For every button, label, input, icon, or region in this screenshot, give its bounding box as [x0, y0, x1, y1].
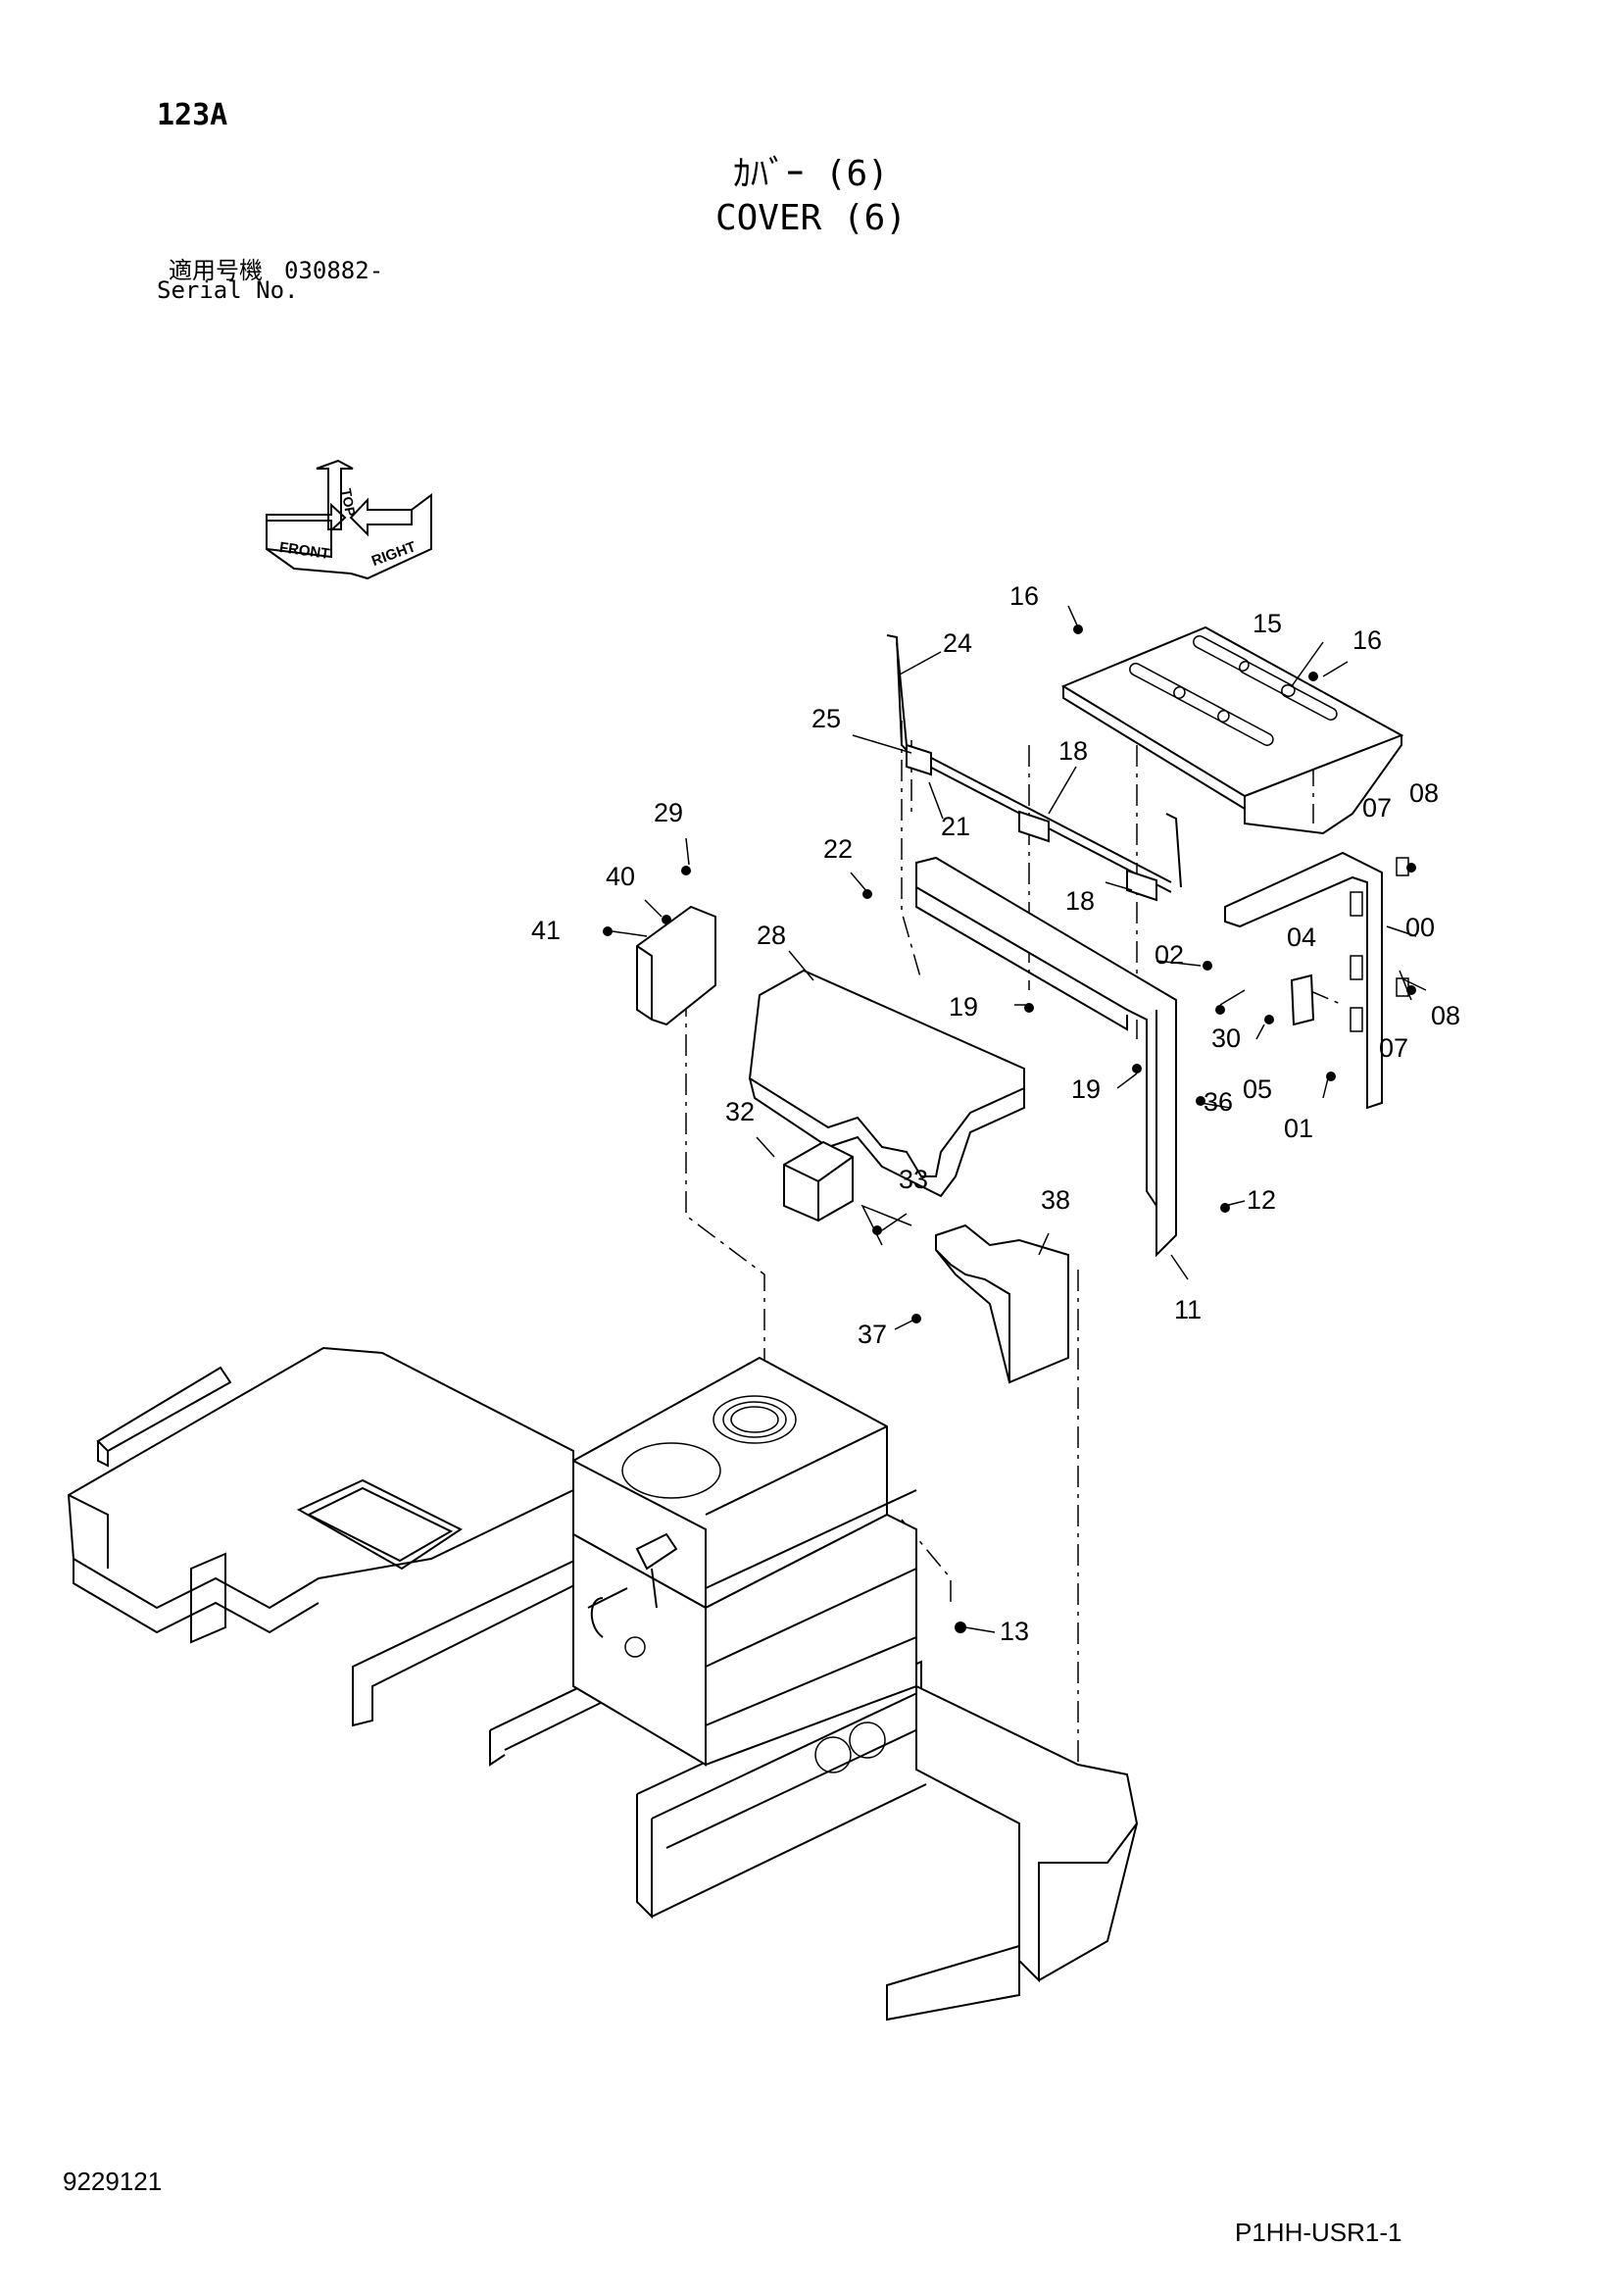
cover-28 — [748, 969, 1025, 1198]
orientation-label-right: RIGHT — [369, 538, 418, 570]
cover-32 — [783, 1140, 854, 1223]
callout-numbers: 00 01 02 04 05 07 07 08 08 11 12 13 15 1… — [531, 581, 1460, 1646]
callout-16-right: 16 — [1352, 625, 1382, 655]
fasteners — [603, 624, 1416, 1633]
callout-08-top: 08 — [1409, 778, 1439, 808]
callout-25: 25 — [811, 704, 841, 733]
callout-11: 11 — [1174, 1295, 1202, 1324]
callout-32: 32 — [725, 1097, 755, 1126]
page-code: 123A — [157, 98, 228, 132]
document-number: 9229121 — [63, 2167, 163, 2196]
callout-21: 21 — [941, 812, 970, 841]
callout-41: 41 — [531, 916, 561, 945]
direction-arrows-icon: FRONT TOP RIGHT — [266, 459, 432, 580]
callout-04: 04 — [1287, 923, 1316, 952]
stay-rod-24 — [886, 634, 1182, 902]
serial-value: 030882- — [284, 257, 384, 284]
callout-28: 28 — [757, 921, 786, 950]
callout-15: 15 — [1253, 609, 1282, 638]
callout-33: 33 — [899, 1165, 928, 1194]
callout-13: 13 — [1000, 1617, 1029, 1646]
callout-37: 37 — [858, 1320, 887, 1349]
serial-label-english: Serial No. — [157, 276, 299, 304]
callout-16-left: 16 — [1009, 581, 1039, 611]
callout-19-right: 19 — [1071, 1074, 1101, 1104]
serial-line-japanese: 適用号機 030882- — [169, 251, 383, 285]
frame-11 — [915, 851, 1383, 1258]
callout-30: 30 — [1211, 1023, 1241, 1053]
callout-29: 29 — [654, 798, 683, 827]
callout-18-bottom: 18 — [1065, 886, 1095, 916]
callout-01: 01 — [1284, 1114, 1313, 1143]
orientation-label-front: FRONT — [278, 539, 331, 563]
callout-08-bottom: 08 — [1431, 1001, 1460, 1030]
main-frame-assembly — [67, 1346, 1139, 2021]
cover-plate-15 — [1060, 625, 1404, 835]
orientation-label-top: TOP — [338, 487, 359, 518]
callout-07-top: 07 — [1362, 793, 1392, 823]
callout-38: 38 — [1041, 1185, 1070, 1215]
sheet-code: P1HH-USR1-1 — [1235, 2218, 1402, 2247]
callout-12: 12 — [1247, 1185, 1276, 1215]
title-japanese: ｶﾊﾞｰ (6) — [733, 154, 889, 194]
callout-00: 00 — [1405, 913, 1435, 942]
callout-02: 02 — [1155, 940, 1184, 970]
callout-19-left: 19 — [949, 992, 978, 1022]
callout-40: 40 — [606, 862, 635, 891]
serial-label-japanese: 適用号機 — [169, 257, 263, 284]
callout-24: 24 — [943, 628, 972, 658]
callout-18-top: 18 — [1058, 736, 1088, 766]
bracket-38 — [935, 1223, 1069, 1384]
callout-07-bottom: 07 — [1379, 1033, 1408, 1063]
cover-40 — [636, 905, 716, 1026]
callout-22: 22 — [823, 834, 853, 864]
callout-36: 36 — [1204, 1087, 1233, 1117]
callout-05: 05 — [1243, 1074, 1272, 1104]
title-english: COVER (6) — [714, 198, 908, 238]
